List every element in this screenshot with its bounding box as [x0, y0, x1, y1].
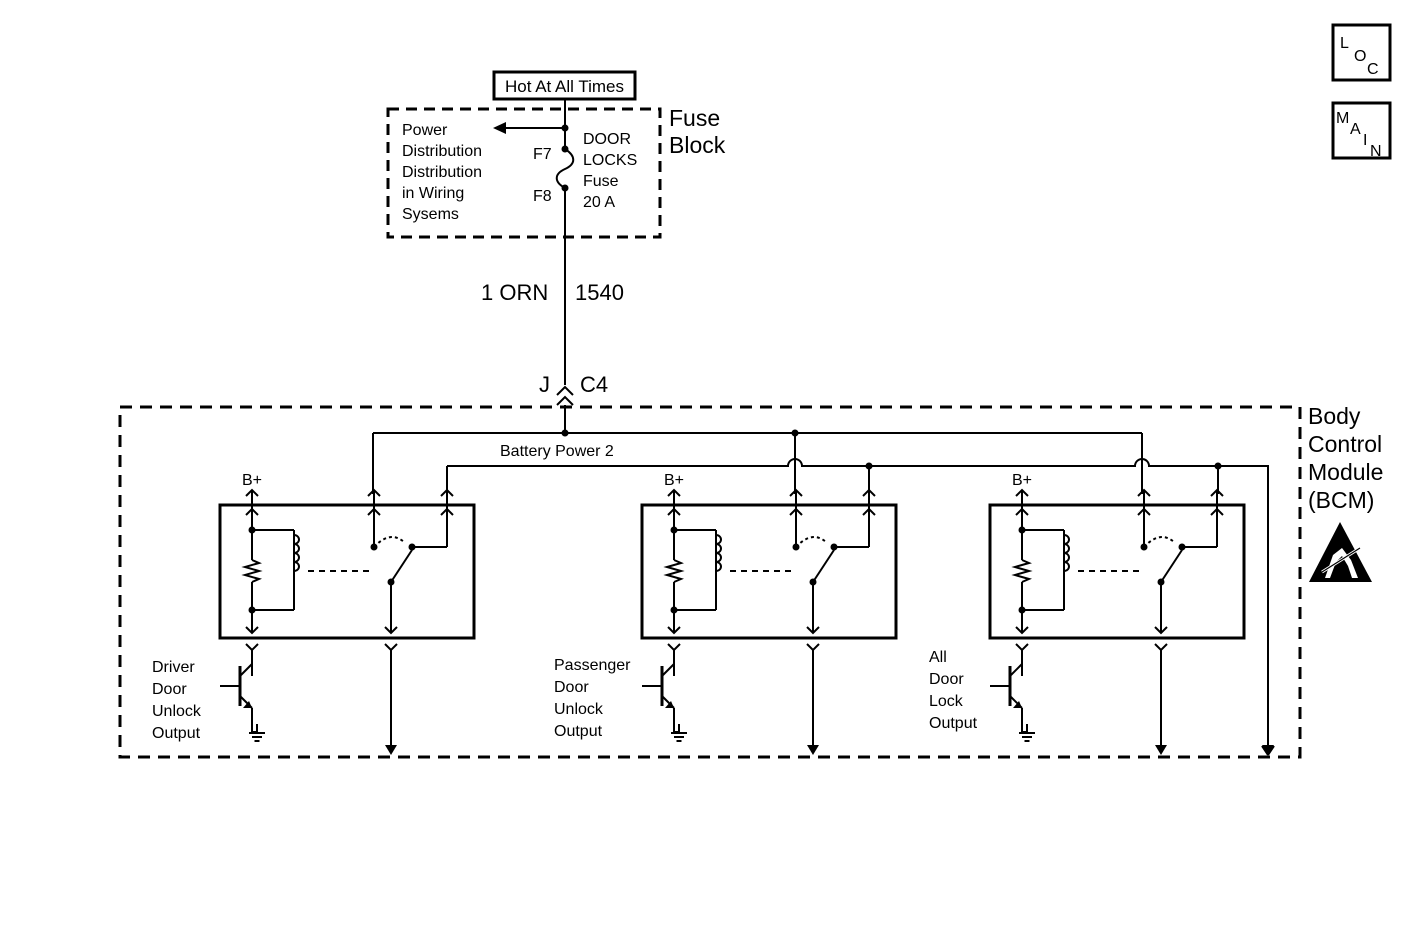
fuse-symbol [555, 148, 575, 189]
power-dist-line-5: Sysems [402, 206, 459, 223]
esd-warning-icon [1309, 522, 1372, 582]
main-letter-3: I [1363, 132, 1367, 149]
power-dist-line-3: Distribution [402, 164, 482, 181]
loc-button[interactable]: L O C [1331, 23, 1392, 82]
output-label-line: Door [554, 679, 589, 696]
bplus-label: B+ [664, 472, 684, 489]
fuse-block-title-1: Fuse [669, 105, 720, 131]
output-label-line: All [929, 649, 947, 666]
fuse-label-2: LOCKS [583, 152, 637, 169]
main-letter-2: A [1350, 121, 1361, 138]
bplus-label: B+ [1012, 472, 1032, 489]
output-label-line: Driver [152, 659, 195, 676]
output-label-line: Output [152, 725, 201, 742]
hot-at-all-times-label: Hot At All Times [505, 77, 624, 96]
output-label-line: Door [929, 671, 964, 688]
connector-c4: J C4 [539, 372, 608, 406]
wire-gauge-color-label: 1 ORN [481, 280, 548, 305]
connector-name-label: C4 [580, 372, 608, 397]
loc-letter-1: L [1340, 35, 1349, 52]
fuse-label-1: DOOR [583, 131, 631, 148]
hot-at-all-times-box: Hot At All Times [492, 70, 637, 101]
output-label-line: Lock [929, 693, 964, 710]
output-label-line: Output [929, 715, 978, 732]
fuse-label-4: 20 A [583, 194, 615, 211]
bcm-title: Body Control Module (BCM) [1308, 403, 1383, 513]
ground-icon [248, 732, 266, 742]
resistor-symbol [1014, 555, 1030, 587]
power-dist-arrow-head [493, 122, 506, 134]
output-label-line: Passenger [554, 657, 631, 674]
bcm-outline [118, 405, 1302, 759]
output-label-line: Door [152, 681, 187, 698]
battery-power-label: Battery Power 2 [500, 443, 614, 460]
main-letter-1: M [1336, 110, 1349, 127]
power-dist-line-2: Distribution [402, 143, 482, 160]
power-dist-line-1: Power [402, 122, 448, 139]
resistor-symbol [244, 555, 260, 587]
connector-pin-label: J [539, 372, 550, 397]
bcm-title-4: (BCM) [1308, 487, 1374, 513]
output-label-line: Unlock [152, 703, 202, 720]
output-label-line: Output [554, 723, 603, 740]
fuse-block-title-2: Block [669, 132, 726, 158]
bplus-label: B+ [242, 472, 262, 489]
ground-icon [1018, 732, 1036, 742]
bcm-title-3: Module [1308, 459, 1383, 485]
loc-letter-3: C [1367, 61, 1379, 78]
fuse-label-3: Fuse [583, 173, 619, 190]
ground-icon [670, 732, 688, 742]
bcm-title-1: Body [1308, 403, 1361, 429]
main-letter-4: N [1370, 143, 1382, 160]
fuse-block: Fuse Block Power Distribution Distributi… [386, 99, 726, 239]
output-label-line: Unlock [554, 701, 604, 718]
fuse-terminal-f8-label: F8 [533, 188, 552, 205]
battery-power-bus: Battery Power 2 [372, 405, 1275, 756]
fuse-terminal-f7-label: F7 [533, 146, 552, 163]
power-dist-line-4: in Wiring [402, 185, 464, 202]
relay-box [988, 503, 1246, 640]
main-button[interactable]: M A I N [1331, 101, 1392, 160]
split-node [561, 124, 569, 132]
relay-box [218, 503, 476, 640]
wire-circuit-label: 1540 [575, 280, 624, 305]
bcm-title-2: Control [1308, 431, 1382, 457]
resistor-symbol [666, 555, 682, 587]
relay-box [640, 503, 898, 640]
loc-letter-2: O [1354, 48, 1366, 65]
